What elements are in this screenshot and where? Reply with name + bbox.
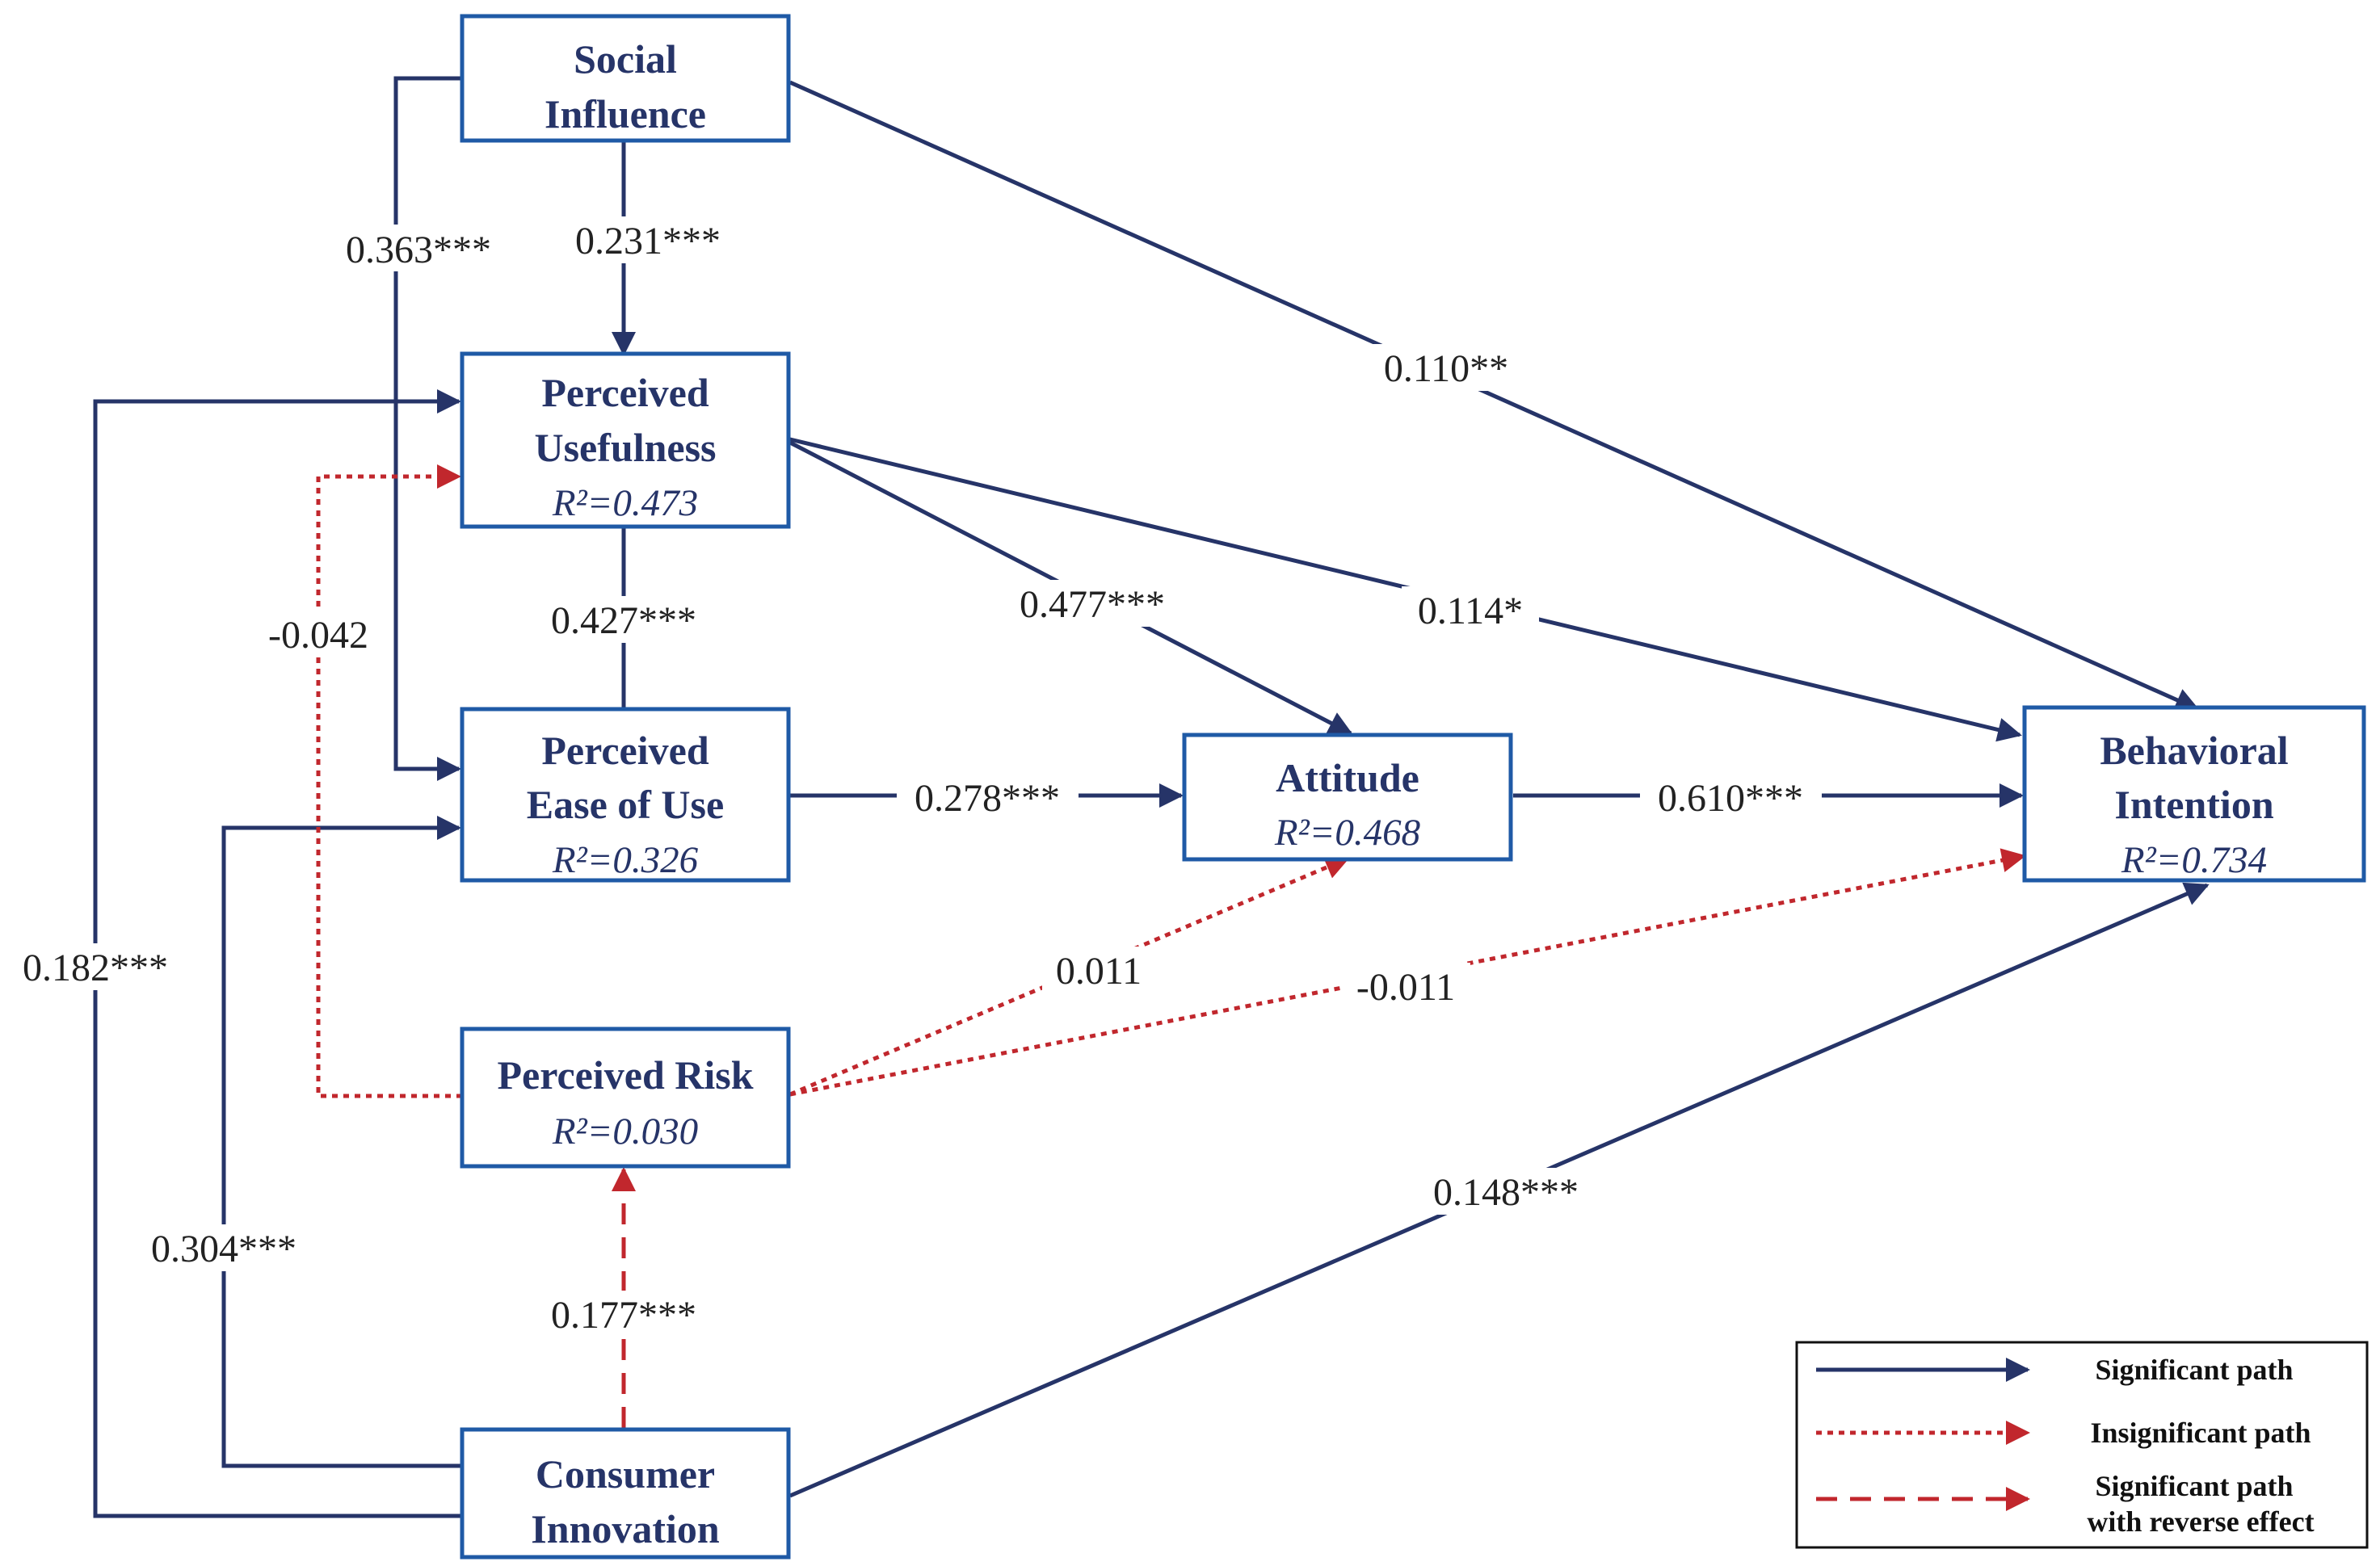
coef-label-ci-peou: 0.304*** [133,1224,315,1271]
node-social-influence: Social Influence [460,14,791,143]
legend-label: Significant path [2095,1470,2293,1502]
coef-label-ci-pr: 0.177*** [533,1291,715,1337]
legend-label: Insignificant path [2090,1417,2311,1449]
coef-label-si-peou: 0.363*** [330,225,511,271]
coef-label-si-pu: 0.231*** [557,216,739,263]
legend-item-reverse: Significant path with reverse effect [1816,1470,2315,1538]
coef-text: 0.114* [1418,590,1523,632]
coef-label-peou-att: 0.278*** [897,774,1079,821]
coef-label-si-bi: 0.110** [1365,344,1527,391]
node-title: Consumer [536,1451,715,1497]
r2-value: R²=0.468 [1274,812,1420,854]
node-perceived-risk: Perceived Risk R²=0.030 [460,1027,791,1169]
coef-text: 0.278*** [915,777,1060,820]
node-title: Innovation [531,1506,720,1551]
node-title: Perceived [541,728,709,773]
path-si-peou [393,76,462,781]
r2-value: R²=0.734 [2121,839,2267,881]
node-consumer-innovation: Consumer Innovation [460,1427,791,1560]
coef-text: 0.182*** [23,947,168,989]
legend-item-insignificant: Insignificant path [1816,1417,2311,1449]
coef-text: 0.011 [1056,950,1142,993]
coef-label-pr-pu: -0.042 [254,611,383,657]
node-perceived-ease-of-use: Perceived Ease of Use R²=0.326 [460,707,791,883]
legend-label: Significant path [2095,1354,2293,1386]
coef-label-peou-pu: 0.427*** [533,596,715,643]
coef-text: 0.177*** [551,1294,696,1337]
coef-label-pr-bi: -0.011 [1341,963,1470,1010]
coef-text: 0.477*** [1020,583,1165,626]
node-title: Attitude [1276,755,1419,800]
node-title: Behavioral [2100,728,2288,773]
node-perceived-usefulness: Perceived Usefulness R²=0.473 [460,351,791,529]
legend: Significant path Insignificant path Sign… [1795,1341,2369,1549]
coef-text: -0.042 [268,614,368,657]
r2-value: R²=0.030 [552,1110,698,1152]
node-title: Intention [2114,782,2273,827]
path-ci-peou [221,816,462,1468]
coef-label-ci-bi: 0.148*** [1415,1168,1597,1215]
coef-text: 0.304*** [151,1228,296,1270]
coef-label-pu-bi: 0.114* [1402,586,1539,633]
node-attitude: Attitude R²=0.468 [1182,733,1513,862]
legend-label: with reverse effect [2087,1505,2314,1538]
node-title: Perceived [541,370,709,415]
r2-value: R²=0.326 [552,839,699,881]
path-si-bi [788,80,2200,712]
coef-text: 0.148*** [1433,1171,1579,1214]
coef-text: 0.363*** [346,229,491,271]
coef-text: 0.427*** [551,599,696,642]
coef-label-ci-pu: 0.182*** [6,943,188,990]
node-title: Ease of Use [527,782,724,827]
coef-text: -0.011 [1356,966,1455,1009]
coef-label-pu-att: 0.477*** [1002,580,1184,627]
coef-text: 0.610*** [1658,777,1803,820]
node-behavioral-intention: Behavioral Intention R²=0.734 [2022,705,2366,883]
legend-item-significant: Significant path [1816,1354,2294,1386]
coef-text: 0.231*** [575,220,721,262]
node-title: Influence [545,91,706,136]
coef-text: 0.110** [1384,347,1508,390]
node-title: Social [574,36,677,82]
node-title: Perceived Risk [497,1052,753,1098]
coef-label-att-bi: 0.610*** [1640,774,1822,821]
r2-value: R²=0.473 [552,482,698,524]
node-title: Usefulness [534,425,716,470]
path-pr-pu [316,464,462,1098]
coef-label-pr-att: 0.011 [1042,947,1155,993]
